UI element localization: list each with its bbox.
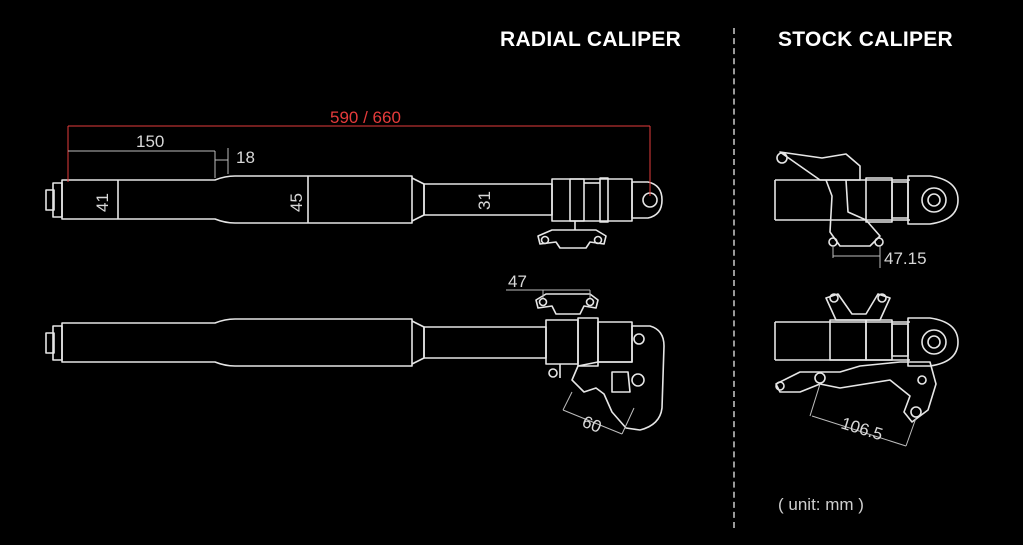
stock-fork-upper	[774, 151, 959, 247]
section-divider	[733, 28, 735, 528]
dia-mid-label: 45	[287, 193, 306, 212]
lower-fork	[45, 293, 665, 431]
radial-caliper-label: 60	[580, 412, 605, 437]
stock-fork-lower	[774, 293, 959, 423]
total-length-label: 590 / 660	[330, 108, 401, 127]
dia-top-label: 41	[93, 193, 112, 212]
radial-mount-spacing-label: 47	[508, 272, 527, 291]
stock-caliper-heading: STOCK CALIPER	[778, 28, 954, 51]
total-length-dimension	[67, 125, 651, 196]
taper-label: 18	[236, 148, 255, 167]
stock-mount-spacing-bottom-label: 106.5	[839, 414, 885, 445]
dia-inner-label: 31	[475, 191, 494, 210]
unit-note: ( unit: mm )	[778, 495, 864, 514]
upper-fork	[45, 175, 663, 249]
upper-section-label: 150	[136, 132, 164, 151]
radial-caliper-heading: RADIAL CALIPER	[500, 28, 682, 51]
stock-mount-spacing-top-label: 47.15	[884, 249, 927, 268]
